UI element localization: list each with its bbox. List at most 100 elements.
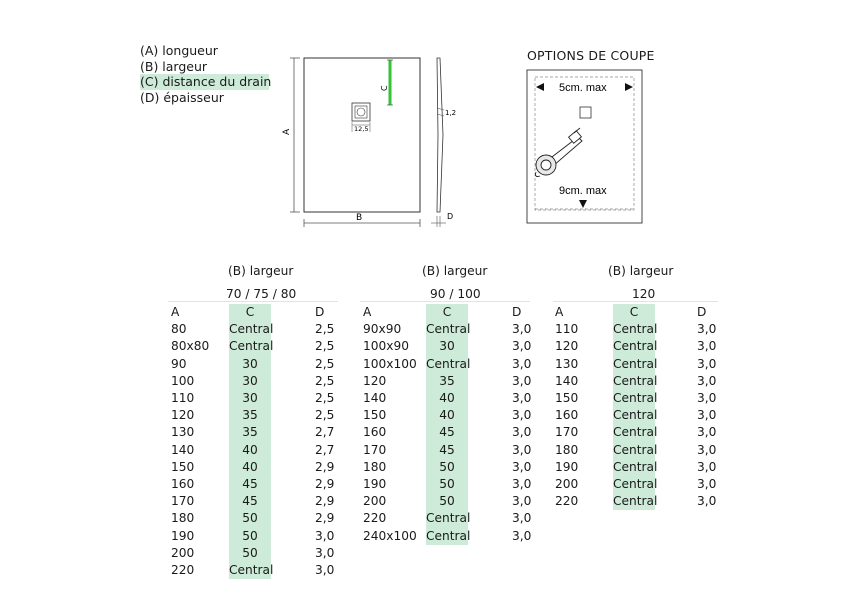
cell-length-a: 80: [171, 322, 187, 337]
cell-length-a: 130: [171, 425, 195, 440]
arrow-right-icon: [625, 83, 633, 91]
cell-thickness-d: 2,5: [315, 391, 335, 405]
cell-drain-distance-c: 50: [439, 494, 455, 509]
column-header-c: C: [245, 305, 255, 319]
cell-length-a: 140: [555, 373, 579, 388]
cell-thickness-d: 3,0: [512, 322, 532, 337]
cell-thickness-d: 3,0: [512, 477, 532, 491]
cell-length-a: 150: [171, 459, 195, 474]
drain-column-highlight: [613, 304, 655, 511]
thickness-label: 1,2: [445, 109, 456, 117]
cell-thickness-d: 3,0: [315, 545, 335, 560]
cell-thickness-d: 3,0: [697, 322, 717, 337]
cell-drain-distance-c: 35: [439, 373, 455, 388]
table-subtitle: 90 / 100: [430, 287, 481, 301]
table-subtitle: 70 / 75 / 80: [226, 287, 297, 301]
cell-thickness-d: 3,0: [512, 408, 532, 423]
cell-drain-distance-c: 40: [439, 391, 455, 405]
cell-drain-distance-c: Central: [613, 408, 658, 423]
cell-length-a: 90: [171, 356, 187, 371]
cell-length-a: 140: [171, 442, 195, 457]
cell-length-a: 90x90: [363, 322, 402, 337]
cell-length-a: 100x90: [363, 339, 409, 354]
cell-drain-distance-c: Central: [229, 563, 274, 577]
cell-length-a: 220: [363, 511, 387, 526]
cell-thickness-d: 2,5: [315, 408, 335, 423]
cell-drain-distance-c: Central: [613, 391, 658, 405]
table-divider: [360, 301, 530, 302]
cell-length-a: 120: [555, 339, 579, 354]
cell-length-a: 240x100: [363, 528, 417, 543]
column-header-d: D: [512, 305, 522, 319]
drain-size-label: 12,5: [354, 125, 368, 133]
cell-thickness-d: 2,5: [315, 322, 335, 337]
cell-length-a: 220: [171, 563, 195, 577]
drain-circle: [356, 107, 366, 117]
cell-length-a: 110: [171, 391, 195, 405]
cell-thickness-d: 2,9: [315, 459, 335, 474]
cell-thickness-d: 2,9: [315, 511, 335, 526]
legend-item-epaisseur: (D) épaisseur: [140, 90, 224, 106]
cell-thickness-d: 3,0: [697, 477, 717, 491]
cut-max-bottom-label: 9cm. max: [559, 185, 607, 197]
cell-thickness-d: 3,0: [512, 442, 532, 457]
cell-thickness-d: 3,0: [697, 408, 717, 423]
cell-drain-distance-c: 50: [242, 545, 258, 560]
cell-drain-distance-c: Central: [613, 425, 658, 440]
cutting-options-frame: [526, 69, 643, 224]
cell-drain-distance-c: Central: [426, 356, 471, 371]
cell-length-a: 180: [363, 459, 387, 474]
cell-length-a: 100x100: [363, 356, 417, 371]
cell-drain-distance-c: 35: [242, 425, 258, 440]
cell-length-a: 190: [555, 459, 579, 474]
cell-thickness-d: 2,5: [315, 339, 335, 354]
cell-drain-distance-c: 50: [242, 528, 258, 543]
cell-thickness-d: 3,0: [512, 511, 532, 526]
cell-drain-distance-c: Central: [613, 322, 658, 337]
cell-drain-distance-c: Central: [426, 528, 471, 543]
cell-thickness-d: 3,0: [697, 425, 717, 440]
column-header-d: D: [697, 305, 707, 319]
column-header-a: A: [171, 305, 180, 319]
cell-drain-distance-c: Central: [613, 356, 658, 371]
dimension-a-label: A: [282, 128, 292, 135]
drain-column-highlight: [426, 304, 468, 545]
cell-drain-distance-c: 30: [242, 373, 258, 388]
cell-thickness-d: 3,0: [512, 356, 532, 371]
cell-thickness-d: 3,0: [697, 339, 717, 354]
drain-outer: [351, 102, 371, 122]
cell-length-a: 160: [363, 425, 387, 440]
cell-thickness-d: 3,0: [697, 373, 717, 388]
legend-item-largeur: (B) largeur: [140, 58, 208, 74]
cell-thickness-d: 3,0: [512, 494, 532, 509]
cell-length-a: 170: [171, 494, 195, 509]
cell-length-a: 190: [171, 528, 195, 543]
cell-drain-distance-c: Central: [613, 373, 658, 388]
cell-drain-distance-c: 40: [242, 442, 258, 457]
cell-thickness-d: 3,0: [697, 356, 717, 371]
cell-length-a: 110: [555, 322, 579, 337]
column-header-c: C: [629, 305, 639, 319]
cell-thickness-d: 3,0: [512, 459, 532, 474]
cell-thickness-d: 3,0: [697, 391, 717, 405]
cell-drain-distance-c: 50: [439, 459, 455, 474]
cut-max-side-label: 5cm. max: [559, 82, 607, 94]
cell-drain-distance-c: 50: [242, 511, 258, 526]
dimension-d-label: D: [447, 212, 453, 221]
cell-drain-distance-c: 45: [242, 477, 258, 491]
tray-outline: [303, 57, 421, 213]
column-header-c: C: [442, 305, 452, 319]
arrow-left-icon: [536, 83, 544, 91]
cell-length-a: 170: [363, 442, 387, 457]
cell-length-a: 80x80: [171, 339, 210, 354]
cell-thickness-d: 3,0: [315, 528, 335, 543]
cell-thickness-d: 2,7: [315, 425, 335, 440]
column-header-d: D: [315, 305, 325, 319]
legend-item-longueur: (A) longueur: [140, 43, 218, 58]
table-title: (B) largeur: [422, 264, 488, 278]
column-header-a: A: [555, 305, 564, 319]
cell-thickness-d: 2,5: [315, 356, 335, 371]
cell-drain-distance-c: Central: [613, 459, 658, 474]
cell-drain-distance-c: Central: [229, 322, 274, 337]
